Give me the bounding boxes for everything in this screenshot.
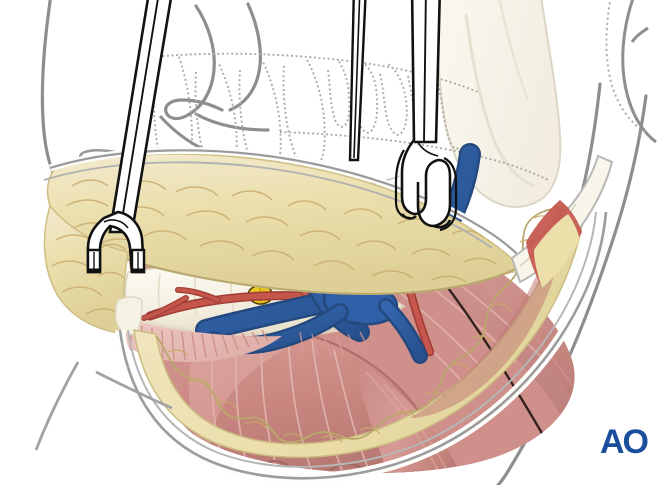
fat-lobule-texture	[65, 179, 497, 283]
ear-dotted-detail	[605, 0, 649, 135]
skin-crease-line	[34, 361, 173, 451]
wound-corner-upper-right	[510, 154, 614, 288]
ear-outline	[621, 0, 657, 144]
subcutaneous-fat-flap-left-tail	[43, 204, 143, 336]
skin-incision-margin	[115, 205, 611, 484]
two-prong-retractor-right[interactable]	[348, 0, 458, 232]
subcutaneous-fat-flap	[43, 146, 527, 296]
two-prong-retractor-left[interactable]	[86, 0, 173, 274]
ao-logo: AO	[600, 423, 649, 461]
